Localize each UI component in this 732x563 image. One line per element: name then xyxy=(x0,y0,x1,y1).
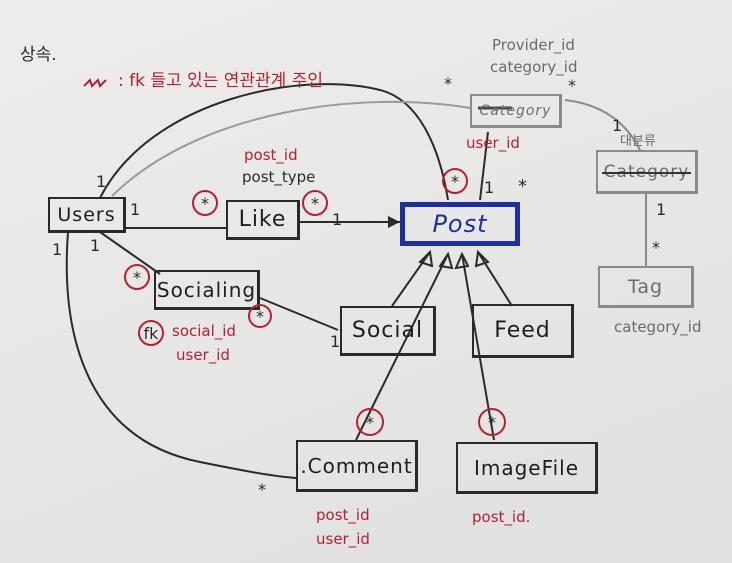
socialing-social-line xyxy=(259,297,339,331)
mult-post-top: 1 xyxy=(484,178,495,197)
socialing-field-social-id: social_id xyxy=(172,322,236,340)
post-fk-marker: * xyxy=(442,168,468,194)
entity-comment[interactable]: .Comment xyxy=(296,440,418,492)
post-blue-marker: * xyxy=(518,176,527,197)
category-top-field-provider-id: Provider_id xyxy=(492,36,575,54)
mult-users-bottom-left: 1 xyxy=(52,240,63,259)
mult-comment-left: * xyxy=(258,480,266,499)
mult-users-top: 1 xyxy=(96,172,107,191)
like-fk-marker: * xyxy=(192,190,218,216)
like-field-post-id: post_id xyxy=(244,146,298,164)
like-post-arrowhead xyxy=(388,216,400,228)
imagefile-field-post-id: post_id. xyxy=(472,508,531,526)
entity-category-right[interactable]: Category xyxy=(596,150,698,194)
category-right-note: 대분류 xyxy=(620,134,656,149)
mult-tag-top: * xyxy=(652,238,660,257)
mult-like-right: 1 xyxy=(332,210,343,229)
category-top-field-category-id: category_id xyxy=(490,58,578,76)
mult-social-left: 1 xyxy=(330,332,341,351)
mult-category-right-top: 1 xyxy=(612,116,623,135)
post-category-line xyxy=(479,131,489,201)
users-category-arc xyxy=(111,100,471,197)
comment-field-user-id: user_id xyxy=(316,530,370,548)
socialing-social-fk-marker: * xyxy=(248,304,272,328)
entity-social[interactable]: Social xyxy=(340,306,436,356)
socialing-user-fk-marker: * xyxy=(124,264,150,290)
mult-arc-post: * xyxy=(444,74,452,93)
category-right-label: Category xyxy=(601,161,691,182)
socialing-field-user-id: user_id xyxy=(176,346,230,364)
category-category-curve xyxy=(564,99,641,151)
entity-like[interactable]: Like xyxy=(226,200,300,240)
legend-note: : fk 들고 있는 연관관계 주인 xyxy=(118,71,323,91)
users-post-arc xyxy=(99,83,449,201)
users-comment-curve xyxy=(65,231,297,479)
mult-category-top-right: * xyxy=(568,76,576,95)
feed-post-inherit xyxy=(477,251,513,307)
entity-users[interactable]: Users xyxy=(48,197,126,233)
category-top-user-id: user_id xyxy=(466,134,520,152)
legend-mark xyxy=(83,78,107,88)
mult-users-bottom: 1 xyxy=(90,236,101,255)
entity-category-top[interactable]: Category xyxy=(470,94,562,128)
comment-field-post-id: post_id xyxy=(316,506,370,524)
mult-category-right-bottom: 1 xyxy=(656,200,667,219)
users-socialing-line xyxy=(99,231,161,275)
socialing-fk-badge: fk xyxy=(138,320,164,346)
like-post-fk-marker: * xyxy=(302,190,328,216)
comment-fk-marker: * xyxy=(356,408,384,436)
like-field-post-type: post_type xyxy=(242,168,316,186)
legend-title: 상속. xyxy=(20,45,57,65)
mult-users-right: 1 xyxy=(130,200,141,219)
entity-imagefile[interactable]: ImageFile xyxy=(456,442,598,494)
entity-feed[interactable]: Feed xyxy=(472,304,574,358)
tag-field-category-id: category_id xyxy=(614,318,702,336)
entity-socialing[interactable]: Socialing xyxy=(154,270,260,310)
social-post-inherit xyxy=(391,251,431,307)
entity-tag[interactable]: Tag xyxy=(598,266,694,308)
entity-post[interactable]: Post xyxy=(400,202,520,246)
imagefile-fk-marker: * xyxy=(478,408,506,436)
